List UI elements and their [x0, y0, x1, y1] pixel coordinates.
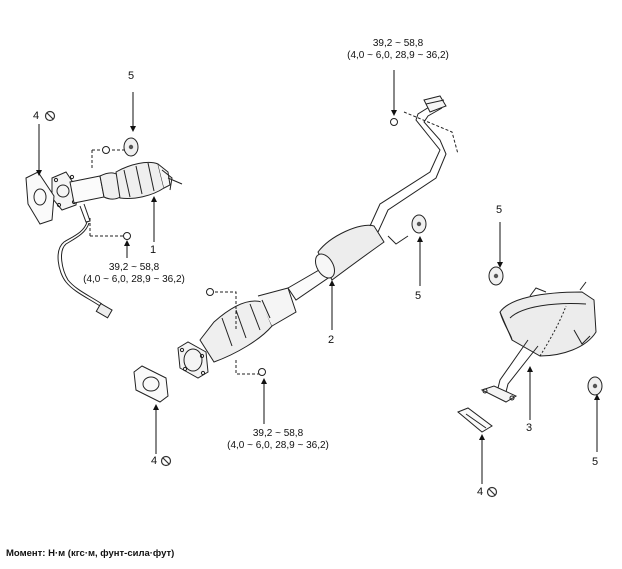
label-part-5-right-top: 5	[496, 204, 503, 216]
torque-spec-top: 39,2 ~ 58,8 (4,0 ~ 6,0, 28,9 ~ 36,2)	[347, 38, 449, 62]
torque-top-nm: 39,2 ~ 58,8	[372, 38, 424, 49]
torque-left-nm: 39,2 ~ 58,8	[108, 262, 160, 273]
gasket-left	[25, 171, 55, 225]
torque-spec-bottom: 39,2 ~ 58,8 (4,0 ~ 6,0, 28,9 ~ 36,2)	[227, 428, 329, 452]
torque-bottom-alt: (4,0 ~ 6,0, 28,9 ~ 36,2)	[227, 440, 329, 451]
arrow-icon	[38, 70, 598, 484]
torque-units-footnote: Момент: Н·м (кгс·м, фунт-сила·фут)	[6, 548, 175, 559]
torque-spec-left: 39,2 ~ 58,8 (4,0 ~ 6,0, 28,9 ~ 36,2)	[83, 262, 185, 286]
center-pipe-assembly	[177, 95, 459, 379]
label-part-5-center: 5	[415, 290, 422, 302]
label-part-5-top-left: 5	[128, 70, 135, 82]
torque-top-alt: (4,0 ~ 6,0, 28,9 ~ 36,2)	[347, 50, 449, 61]
front-catalytic-converter	[51, 149, 183, 319]
torque-left-alt: (4,0 ~ 6,0, 28,9 ~ 36,2)	[83, 274, 185, 285]
label-part-3: 3	[526, 422, 533, 434]
gasket-middle	[133, 365, 169, 403]
label-part-1: 1	[150, 244, 157, 256]
label-part-4-middle: 4	[151, 455, 158, 467]
label-part-4-right: 4	[477, 486, 484, 498]
gasket-right	[457, 407, 493, 433]
no-reuse-icon	[44, 110, 498, 498]
label-part-4-left: 4	[33, 110, 40, 122]
torque-bottom-nm: 39,2 ~ 58,8	[252, 428, 304, 439]
nut-icon	[102, 118, 398, 376]
label-part-5-right-bottom: 5	[592, 456, 599, 468]
main-muffler	[480, 281, 597, 403]
label-part-2: 2	[328, 334, 335, 346]
